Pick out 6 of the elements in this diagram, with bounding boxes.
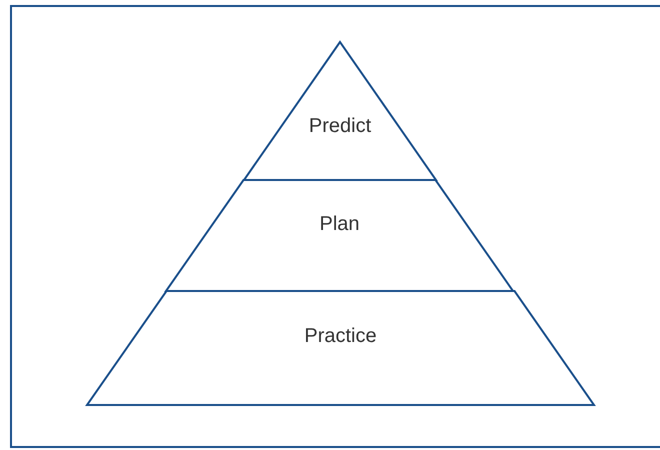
tier-label: Practice [304, 324, 377, 348]
pyramid-tier [244, 42, 436, 180]
tier-label: Plan [319, 212, 360, 236]
pyramid-tier [166, 180, 513, 291]
pyramid-tier [87, 291, 594, 405]
tier-label: Predict [308, 114, 372, 138]
